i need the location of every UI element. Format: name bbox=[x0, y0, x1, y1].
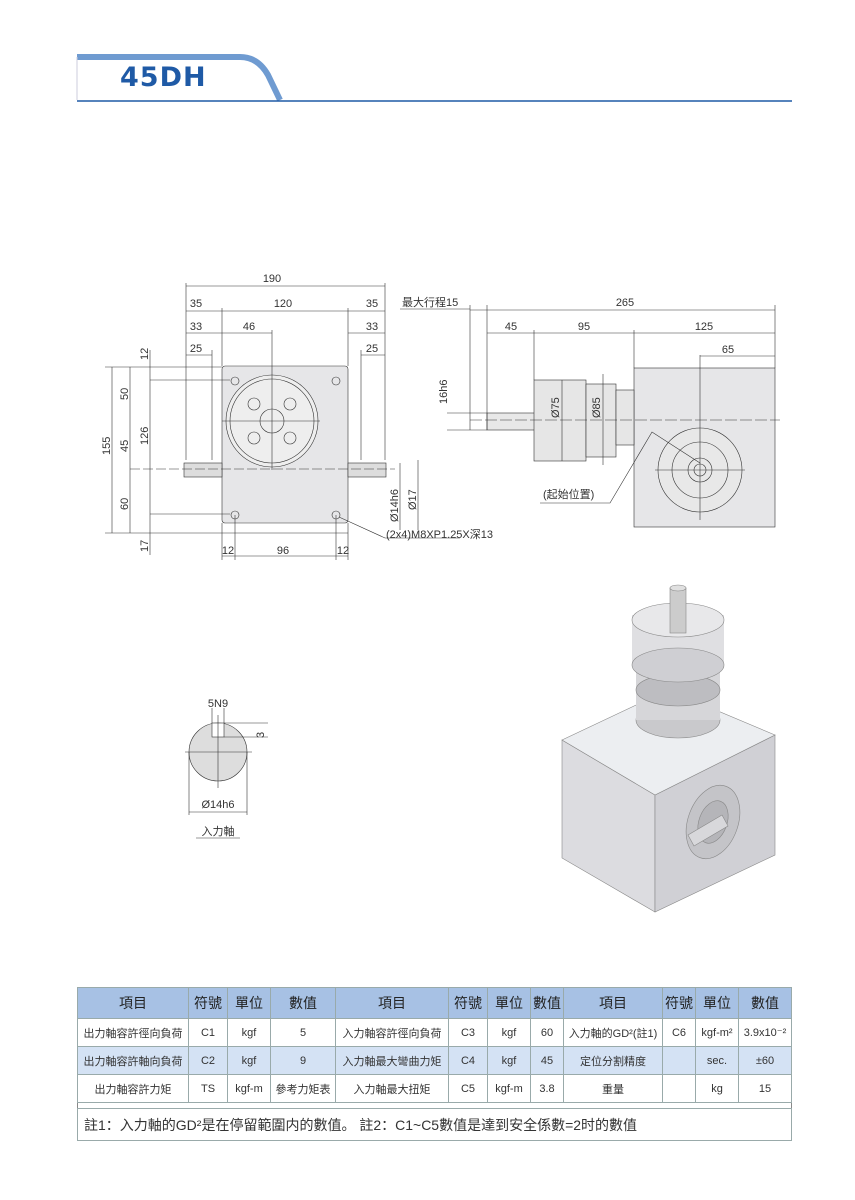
table-cell: 9 bbox=[270, 1046, 336, 1075]
page-title: 45DH bbox=[120, 62, 207, 93]
table-cell: 出力軸容許徑向負荷 bbox=[77, 1018, 189, 1047]
table-cell: TS bbox=[188, 1074, 228, 1103]
table-cell: ±60 bbox=[738, 1046, 792, 1075]
dim-d14h6: Ø14h6 bbox=[389, 489, 401, 522]
spec-table: 項目 符號 單位 數值 項目 符號 單位 數值 項目 符號 單位 數值 出力軸容… bbox=[77, 987, 792, 1141]
dim-95: 95 bbox=[578, 321, 590, 333]
table-cell: kgf bbox=[227, 1046, 271, 1075]
dim-d17: Ø17 bbox=[407, 489, 419, 510]
table-cell: kgf-m bbox=[227, 1074, 271, 1103]
dim-96: 96 bbox=[277, 545, 289, 557]
table-cell: 入力軸最大彎曲力矩 bbox=[335, 1046, 449, 1075]
dim-155: 155 bbox=[101, 437, 113, 455]
dim-190: 190 bbox=[263, 273, 281, 285]
hole-note: (2x4)M8XP1.25X深13 bbox=[386, 528, 493, 541]
table-note-row: 註1：入力軸的GD²是在停留範圍内的數值。 註2：C1~C5數值是達到安全係數=… bbox=[77, 1108, 792, 1141]
col-header: 數值 bbox=[530, 987, 564, 1019]
col-header: 符號 bbox=[662, 987, 696, 1019]
table-cell: kgf-m² bbox=[695, 1018, 739, 1047]
key-depth-label: 3 bbox=[255, 732, 267, 738]
table-header-row: 項目 符號 單位 數值 項目 符號 單位 數值 項目 符號 單位 數值 bbox=[77, 987, 792, 1019]
table-cell: 60 bbox=[530, 1018, 564, 1047]
col-header: 符號 bbox=[188, 987, 228, 1019]
table-cell: 定位分割精度 bbox=[563, 1046, 663, 1075]
table-cell: kg bbox=[695, 1074, 739, 1103]
header-banner bbox=[76, 54, 792, 102]
table-cell: C6 bbox=[662, 1018, 696, 1047]
start-position-label: (起始位置) bbox=[543, 487, 594, 501]
table-cell: kgf bbox=[227, 1018, 271, 1047]
col-header: 單位 bbox=[487, 987, 531, 1019]
dim-65: 65 bbox=[722, 344, 734, 356]
key-width-label: 5N9 bbox=[208, 698, 228, 710]
table-cell: sec. bbox=[695, 1046, 739, 1075]
table-cell: 出力軸容許軸向負荷 bbox=[77, 1046, 189, 1075]
dim-33-left: 33 bbox=[190, 321, 202, 333]
col-header: 數值 bbox=[738, 987, 792, 1019]
table-cell: kgf bbox=[487, 1018, 531, 1047]
shaft-diameter-label: Ø14h6 bbox=[201, 799, 234, 811]
col-header: 符號 bbox=[448, 987, 488, 1019]
table-cell: C1 bbox=[188, 1018, 228, 1047]
table-cell: 5 bbox=[270, 1018, 336, 1047]
table-cell: C3 bbox=[448, 1018, 488, 1047]
table-cell: 出力軸容許力矩 bbox=[77, 1074, 189, 1103]
dim-45: 45 bbox=[119, 440, 131, 452]
dim-17: 17 bbox=[139, 540, 151, 552]
dim-d85: Ø85 bbox=[591, 397, 603, 418]
dim-16h6: 16h6 bbox=[438, 380, 450, 404]
side-view-drawing: 最大行程15 265 45 95 125 65 16h6 Ø75 Ø85 (起始… bbox=[400, 295, 780, 528]
table-cell: C4 bbox=[448, 1046, 488, 1075]
input-shaft-caption: 入力軸 bbox=[202, 824, 235, 838]
col-header: 單位 bbox=[695, 987, 739, 1019]
table-cell: 45 bbox=[530, 1046, 564, 1075]
dim-126: 126 bbox=[139, 427, 151, 445]
col-header: 數值 bbox=[270, 987, 336, 1019]
table-cell: 入力軸最大扭矩 bbox=[335, 1074, 449, 1103]
dim-25-right: 25 bbox=[366, 343, 378, 355]
dim-35-left: 35 bbox=[190, 298, 202, 310]
table-cell: 重量 bbox=[563, 1074, 663, 1103]
table-cell: 參考力矩表 bbox=[270, 1074, 336, 1103]
dim-33-right: 33 bbox=[366, 321, 378, 333]
col-header: 項目 bbox=[563, 987, 663, 1019]
dim-12-bottom-right: 12 bbox=[337, 545, 349, 557]
table-cell: kgf-m bbox=[487, 1074, 531, 1103]
dim-265: 265 bbox=[616, 297, 634, 309]
table-cell: 3.9x10⁻² bbox=[738, 1018, 792, 1047]
col-header: 項目 bbox=[77, 987, 189, 1019]
input-shaft-drawing: 5N9 3 Ø14h6 入力軸 bbox=[185, 698, 268, 839]
dim-45-side: 45 bbox=[505, 321, 517, 333]
dim-d75: Ø75 bbox=[550, 397, 562, 418]
table-cell: 15 bbox=[738, 1074, 792, 1103]
col-header: 項目 bbox=[335, 987, 449, 1019]
col-header: 單位 bbox=[227, 987, 271, 1019]
table-cell: 入力軸的GD²(註1) bbox=[563, 1018, 663, 1047]
dim-12-bottom-left: 12 bbox=[222, 545, 234, 557]
product-3d-render bbox=[561, 584, 776, 913]
dim-max-stroke: 最大行程15 bbox=[402, 295, 458, 309]
table-cell: kgf bbox=[487, 1046, 531, 1075]
table-cell: 3.8 bbox=[530, 1074, 564, 1103]
dim-120: 120 bbox=[274, 298, 292, 310]
front-view-drawing: 190 35 120 35 33 46 33 25 25 12 50 126 1… bbox=[101, 273, 493, 560]
table-cell bbox=[662, 1046, 696, 1075]
table-cell: C2 bbox=[188, 1046, 228, 1075]
table-cell bbox=[662, 1074, 696, 1103]
table-note: 註1：入力軸的GD²是在停留範圍内的數值。 註2：C1~C5數值是達到安全係數=… bbox=[77, 1108, 792, 1141]
dim-35-right: 35 bbox=[366, 298, 378, 310]
dim-60: 60 bbox=[119, 498, 131, 510]
dim-46: 46 bbox=[243, 321, 255, 333]
table-cell: C5 bbox=[448, 1074, 488, 1103]
dim-12: 12 bbox=[139, 348, 151, 360]
dim-125: 125 bbox=[695, 321, 713, 333]
table-cell: 入力軸容許徑向負荷 bbox=[335, 1018, 449, 1047]
dim-25-left: 25 bbox=[190, 343, 202, 355]
dim-50: 50 bbox=[119, 388, 131, 400]
